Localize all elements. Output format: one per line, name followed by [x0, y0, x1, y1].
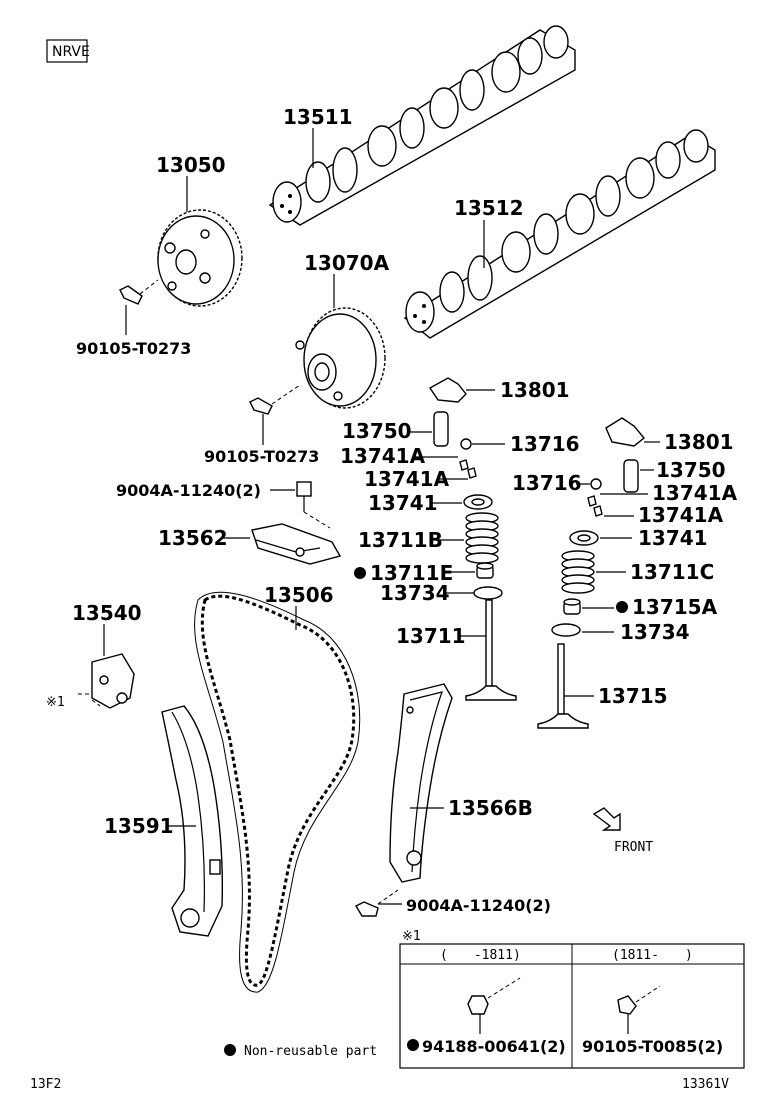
non-reusable-marker-13715a: [616, 601, 628, 613]
rocker-arm-13801-b: [605, 417, 645, 447]
label-13711b: 13711B: [358, 528, 443, 552]
retainer-key-13741a-4: [593, 505, 603, 517]
rocker-arm-13801-a: [428, 377, 467, 403]
label-13734-b: 13734: [620, 620, 690, 644]
retainer-key-13741a-3: [587, 495, 597, 507]
valve-spring-13711c: [561, 550, 595, 594]
label-13750-a: 13750: [342, 419, 412, 443]
front-label: FRONT: [614, 840, 653, 855]
nut-94188-00641: [467, 977, 521, 1034]
inset-col1-part: 94188-00641(2): [422, 1037, 566, 1056]
label-bolt-b: 90105-T0273: [204, 447, 319, 466]
label-13506: 13506: [264, 583, 334, 607]
label-13540: 13540: [72, 601, 142, 625]
valve-spring-13711b: [465, 512, 499, 564]
valve-stem-seal-13711e: [476, 562, 494, 579]
label-13741a-4: 13741A: [638, 503, 724, 527]
chain-tensioner-13540: [78, 653, 135, 709]
retainer-key-13741a-2: [467, 467, 477, 479]
label-13750-b: 13750: [656, 458, 726, 482]
label-13562: 13562: [158, 526, 228, 550]
inset-table: [399, 943, 745, 1069]
label-13801-b: 13801: [664, 430, 734, 454]
inset-col2-part: 90105-T0085(2): [582, 1037, 723, 1056]
label-13711: 13711: [396, 624, 466, 648]
spring-seat-13734-a: [473, 586, 503, 600]
label-13566b: 13566B: [448, 796, 533, 820]
label-9004a-bottom: 9004A-11240(2): [406, 896, 551, 915]
bolt-9004a-11240-bottom: [355, 889, 399, 917]
inset-col1-header: ( -1811): [440, 948, 521, 963]
label-13070a: 13070A: [304, 251, 390, 275]
label-13715a: 13715A: [632, 595, 718, 619]
label-13734-a: 13734: [380, 581, 450, 605]
bolt-9004a-11240-top: [296, 481, 331, 529]
chain-guide-13562: [251, 523, 342, 565]
lash-adjuster-13750-a: [433, 411, 449, 447]
label-13741a-2: 13741A: [364, 467, 450, 491]
camshaft-13512: [403, 129, 716, 339]
shim-13716-a: [460, 438, 472, 450]
chain-damper-13566b: [389, 683, 453, 883]
timing-chain-13506: [194, 591, 361, 993]
footer-left: 13F2: [30, 1077, 61, 1092]
label-13741a-3: 13741A: [652, 481, 738, 505]
label-13715: 13715: [598, 684, 668, 708]
label-13512: 13512: [454, 196, 524, 220]
label-13711e: 13711E: [370, 561, 453, 585]
legend-dot-icon: [224, 1044, 236, 1056]
camshaft-13511: [268, 25, 576, 226]
label-13741a-1: 13741A: [340, 444, 426, 468]
bolt-90105-t0085: [617, 985, 661, 1034]
non-reusable-marker-94188: [407, 1039, 419, 1051]
front-arrow-icon: [592, 807, 621, 831]
label-13511: 13511: [283, 105, 353, 129]
spring-seat-13734-b: [551, 623, 581, 637]
label-9004a-top: 9004A-11240(2): [116, 481, 261, 500]
label-13050: 13050: [156, 153, 226, 177]
inset-marker: ※1: [402, 929, 421, 944]
inset-col2-header: (1811- ): [612, 948, 693, 963]
intake-valve-13711: [465, 599, 517, 701]
label-13801-a: 13801: [500, 378, 570, 402]
label-13741-b: 13741: [638, 526, 708, 550]
cam-timing-gear-13070a: [295, 307, 386, 409]
label-13741-a: 13741: [368, 491, 438, 515]
footer-right: 13361V: [682, 1077, 729, 1092]
tensioner-slipper-13591: [161, 705, 224, 937]
label-13716-a: 13716: [510, 432, 580, 456]
label-13711c: 13711C: [630, 560, 714, 584]
bolt-90105-t0273-b: [249, 384, 301, 415]
valve-stem-seal-13715a: [563, 598, 581, 615]
note-marker: ※1: [46, 695, 65, 710]
shim-13716-b: [590, 478, 602, 490]
label-13716-b: 13716: [512, 471, 582, 495]
bolt-90105-t0273-a: [119, 279, 159, 305]
label-bolt-a: 90105-T0273: [76, 339, 191, 358]
retainer-key-13741a-1: [459, 459, 469, 471]
label-13591: 13591: [104, 814, 174, 838]
non-reusable-marker-13711e: [354, 567, 366, 579]
lash-adjuster-13750-b: [623, 459, 639, 493]
engine-code-box: [46, 39, 88, 63]
legend-text: Non-reusable part: [244, 1044, 377, 1059]
engine-code: NRVE: [52, 44, 90, 60]
cam-timing-gear-13050: [157, 209, 243, 307]
exhaust-valve-13715: [537, 643, 589, 729]
